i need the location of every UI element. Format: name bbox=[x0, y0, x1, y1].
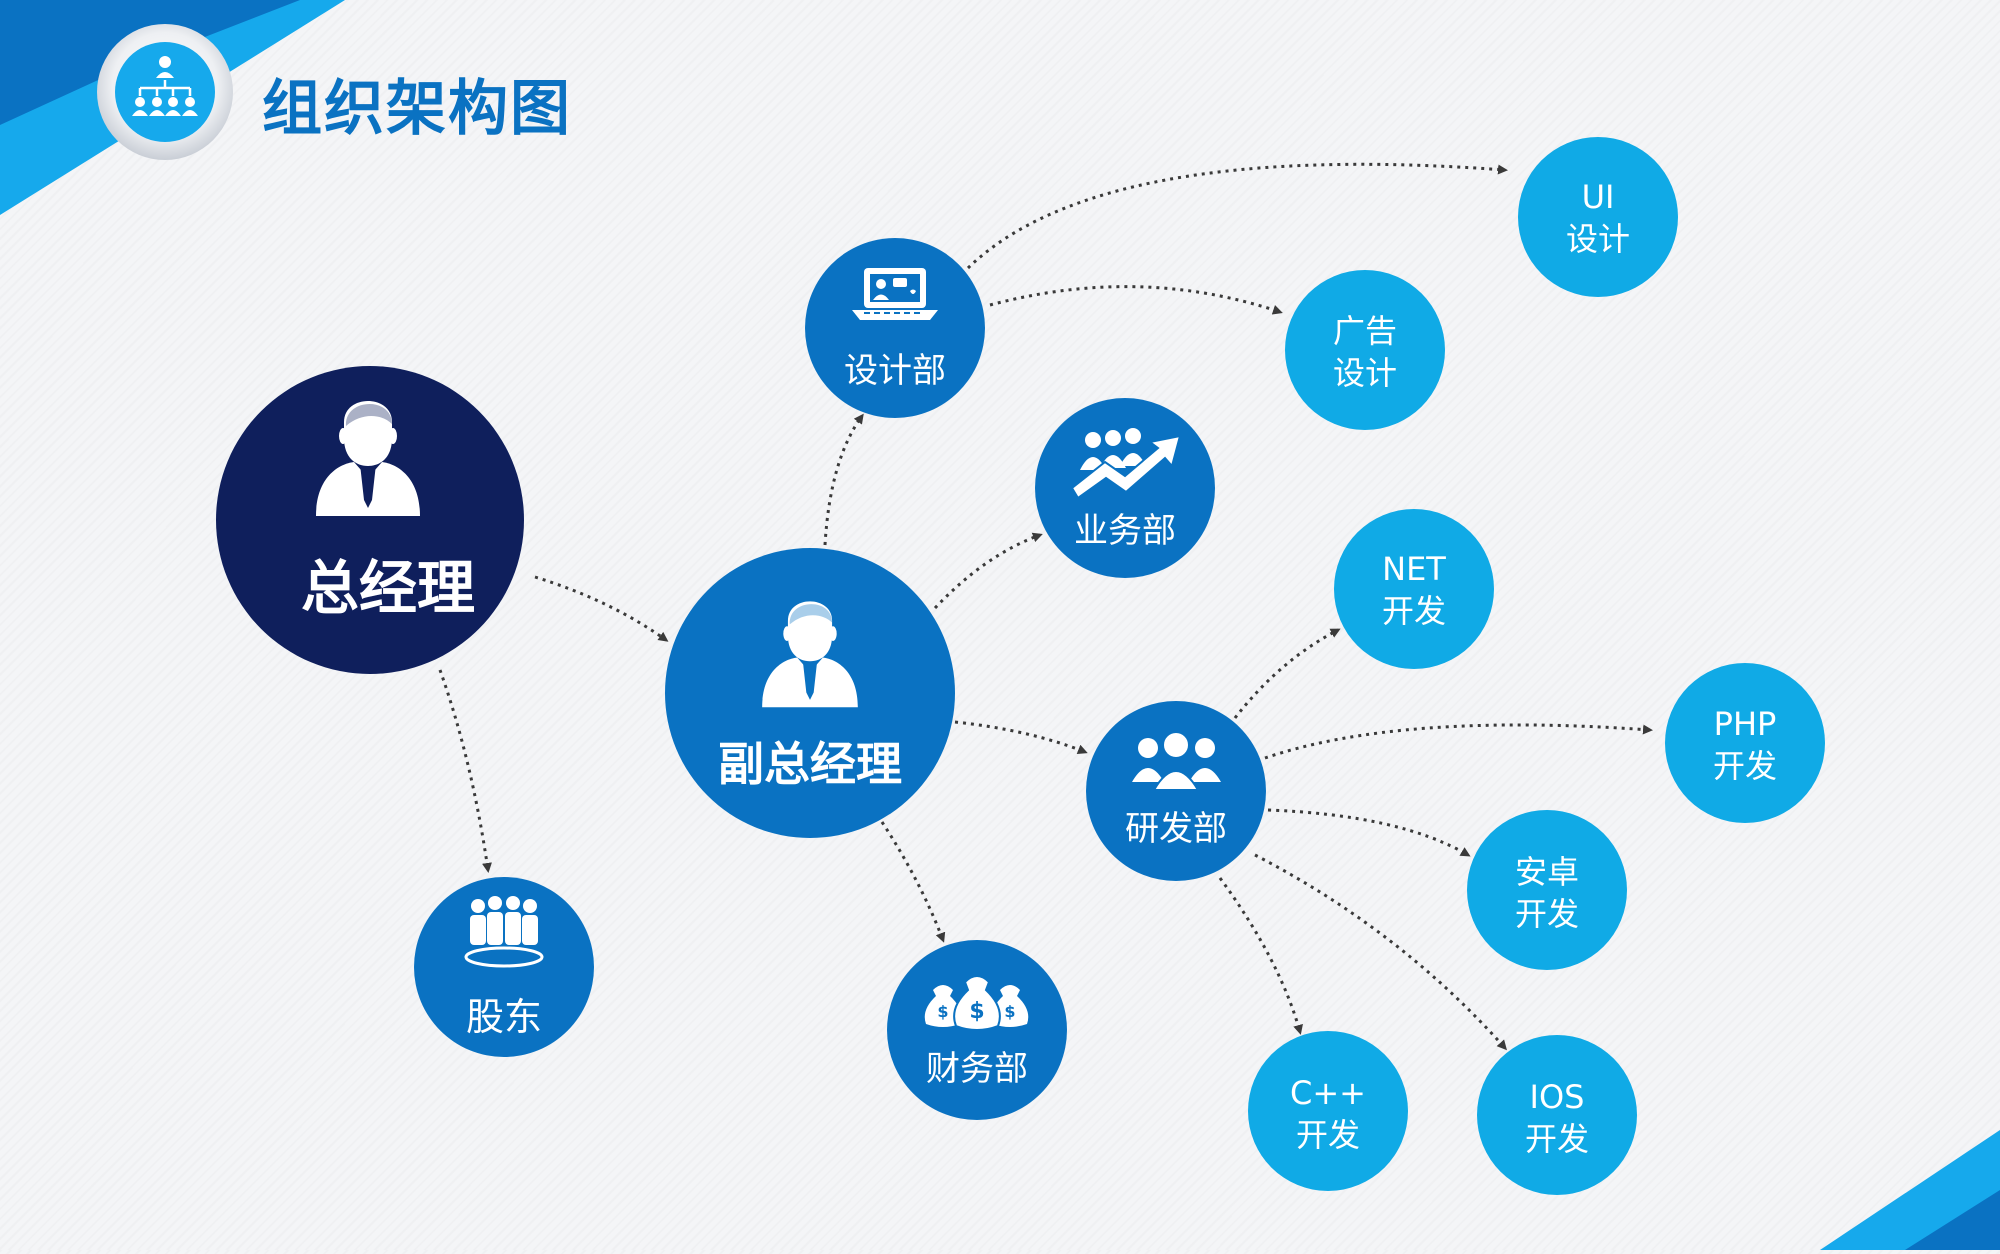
arrow-gm-to-vp bbox=[534, 575, 669, 642]
page-title: 组织架构图 bbox=[262, 74, 572, 144]
node-label-line1: IOS bbox=[1530, 1078, 1585, 1116]
arrow-vp-to-business bbox=[933, 532, 1043, 610]
shareholders-icon bbox=[464, 896, 544, 968]
arrow-vp-to-design bbox=[823, 413, 864, 546]
node-design-dept[interactable]: 设计部 bbox=[805, 238, 985, 418]
node-label: 副总经理 bbox=[718, 737, 902, 791]
money-bags-icon: $ $ $ bbox=[924, 975, 1029, 1031]
node-label-line1: 安卓 bbox=[1515, 853, 1579, 891]
node-net-dev[interactable]: NET 开发 bbox=[1334, 509, 1494, 669]
node-label-line1: NET bbox=[1382, 550, 1446, 588]
node-cpp-dev[interactable]: C++ 开发 bbox=[1248, 1031, 1408, 1191]
corner-decoration-bottom-right bbox=[1820, 1130, 2000, 1250]
laptop-chat-icon bbox=[852, 268, 938, 320]
node-label-line1: 广告 bbox=[1333, 312, 1397, 350]
node-label: 总经理 bbox=[301, 554, 475, 622]
node-android-dev[interactable]: 安卓 开发 bbox=[1467, 810, 1627, 970]
node-label-line1: PHP bbox=[1714, 705, 1777, 743]
node-label: 业务部 bbox=[1074, 511, 1176, 551]
arrow-rnd-to-net bbox=[1233, 628, 1341, 719]
node-label-line2: 设计 bbox=[1566, 220, 1630, 258]
arrow-design-to-ad bbox=[989, 285, 1283, 315]
team-growth-icon bbox=[1070, 428, 1182, 500]
arrow-rnd-to-ios bbox=[1254, 853, 1507, 1051]
org-chart-icon bbox=[132, 56, 198, 116]
node-label: 研发部 bbox=[1125, 809, 1227, 849]
arrow-gm-to-share bbox=[438, 669, 492, 873]
arrow-vp-to-rnd bbox=[954, 720, 1088, 755]
svg-text:$: $ bbox=[1004, 1002, 1015, 1021]
node-finance-dept[interactable]: $ $ $ 财务部 bbox=[887, 940, 1067, 1120]
node-label: 股东 bbox=[466, 995, 542, 1039]
node-label: 财务部 bbox=[926, 1049, 1028, 1089]
node-label-line1: C++ bbox=[1290, 1074, 1366, 1112]
title-badge bbox=[97, 24, 233, 160]
node-label: 设计部 bbox=[844, 351, 946, 391]
svg-text:$: $ bbox=[937, 1002, 948, 1021]
svg-text:$: $ bbox=[969, 999, 984, 1024]
node-label-line2: 设计 bbox=[1333, 354, 1397, 392]
node-php-dev[interactable]: PHP 开发 bbox=[1665, 663, 1825, 823]
node-ui-design[interactable]: UI 设计 bbox=[1518, 137, 1678, 297]
node-label-line2: 开发 bbox=[1515, 895, 1579, 933]
node-rnd-dept[interactable]: 研发部 bbox=[1086, 701, 1266, 881]
node-label-line2: 开发 bbox=[1525, 1120, 1589, 1158]
group-icon bbox=[1132, 731, 1221, 791]
arrow-rnd-to-php bbox=[1264, 723, 1653, 760]
node-label-line2: 开发 bbox=[1296, 1116, 1360, 1154]
arrow-rnd-to-android bbox=[1267, 808, 1471, 857]
node-general-manager[interactable]: 总经理 bbox=[216, 366, 524, 674]
node-ios-dev[interactable]: IOS 开发 bbox=[1477, 1035, 1637, 1195]
arrow-rnd-to-cpp bbox=[1218, 877, 1303, 1035]
node-ad-design[interactable]: 广告 设计 bbox=[1285, 270, 1445, 430]
node-vice-general-manager[interactable]: 副总经理 bbox=[665, 548, 955, 838]
arrow-design-to-ui bbox=[966, 162, 1508, 270]
connectors bbox=[438, 162, 1653, 1051]
node-business-dept[interactable]: 业务部 bbox=[1035, 398, 1215, 578]
node-shareholders[interactable]: 股东 bbox=[414, 877, 594, 1057]
arrow-vp-to-finance bbox=[880, 821, 946, 943]
node-label-line1: UI bbox=[1582, 178, 1615, 216]
node-label-line2: 开发 bbox=[1713, 747, 1777, 785]
node-label-line2: 开发 bbox=[1382, 592, 1446, 630]
